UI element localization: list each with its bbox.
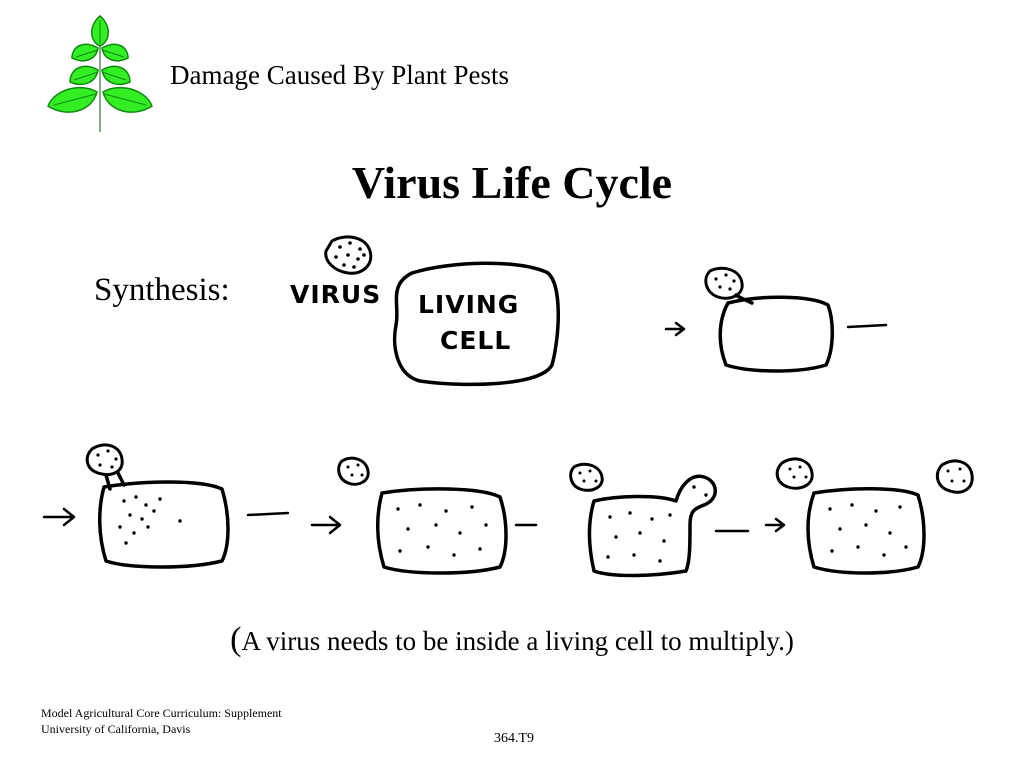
living-cell-outline [392, 261, 560, 387]
plant-logo-icon [47, 15, 153, 132]
cell-contents-6 [828, 503, 908, 557]
cell-outline-2 [718, 295, 834, 373]
caption-open-paren: ( [230, 621, 242, 658]
virus-particle-6 [775, 457, 814, 490]
cell-outline-5 [587, 474, 717, 578]
footer-line-1: Model Agricultural Core Curriculum: Supp… [41, 706, 282, 720]
header-title: Damage Caused By Plant Pests [170, 60, 509, 90]
caption-text: A virus needs to be inside a living cell… [241, 626, 785, 656]
virus-particle-3 [85, 443, 124, 476]
cell-label-line1: LIVING [418, 290, 519, 319]
caption-close-paren: ) [784, 626, 794, 656]
cell-label-line2: CELL [440, 326, 511, 355]
dash-2 [246, 511, 290, 517]
cell-contents-3 [118, 495, 182, 545]
footer-credits: Model Agricultural Core Curriculum: Supp… [41, 705, 282, 737]
virus-particle-1 [324, 235, 373, 275]
slide-code: 364.T9 [494, 731, 535, 746]
caption: (A virus needs to be inside a living cel… [0, 620, 1024, 661]
virus-particle-7 [935, 459, 974, 494]
arrow-4 [764, 517, 786, 533]
footer-line-2: University of California, Davis [41, 722, 191, 736]
cell-outline-4 [375, 487, 508, 575]
virus-life-cycle-diagram: VIRUS LIVING CELL [42, 235, 974, 578]
arrow-1 [664, 321, 686, 337]
synthesis-label: Synthesis: [94, 272, 230, 308]
virus-particle-4 [337, 456, 370, 486]
slide-title: Virus Life Cycle [351, 157, 673, 208]
virus-particle-5 [569, 462, 604, 492]
arrow-2 [42, 507, 76, 527]
cell-outline-6 [806, 486, 926, 575]
cell-contents-4 [396, 503, 488, 557]
virus-label: VIRUS [290, 280, 381, 309]
cell-contents-5 [606, 485, 708, 563]
arrow-3 [310, 515, 342, 535]
cell-outline-3 [97, 480, 230, 569]
dash-1 [846, 323, 888, 329]
